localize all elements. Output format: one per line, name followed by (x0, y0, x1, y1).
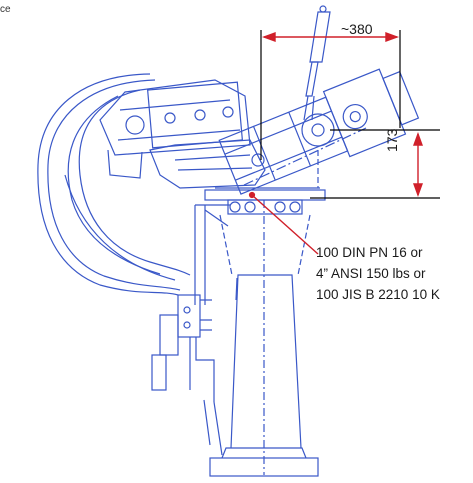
flange-note-line: 4” ANSI 150 lbs or (316, 266, 426, 281)
flange-note-line: 100 DIN PN 16 or (316, 245, 423, 260)
pivot-joint (301, 113, 335, 147)
control-handle (303, 5, 331, 121)
corner-fragment: ce (0, 4, 11, 15)
flange (204, 187, 326, 215)
leader-line (251, 194, 319, 255)
flange-note-line: 100 JIS B 2210 10 K (316, 287, 440, 302)
monitor-barrel (218, 68, 420, 195)
leader-dot (248, 191, 256, 199)
dimension-height-label: 173 (384, 128, 400, 152)
cylinder-body (99, 79, 251, 179)
valve-block (151, 294, 223, 456)
hydraulic-hose (37, 73, 191, 296)
support-column (219, 200, 311, 475)
dimension-width-label: ~380 (341, 21, 373, 37)
bracket-arm (194, 204, 230, 305)
flange-note: 100 DIN PN 16 or 4” ANSI 150 lbs or 100 … (316, 242, 440, 305)
swivel-housing (149, 139, 266, 189)
